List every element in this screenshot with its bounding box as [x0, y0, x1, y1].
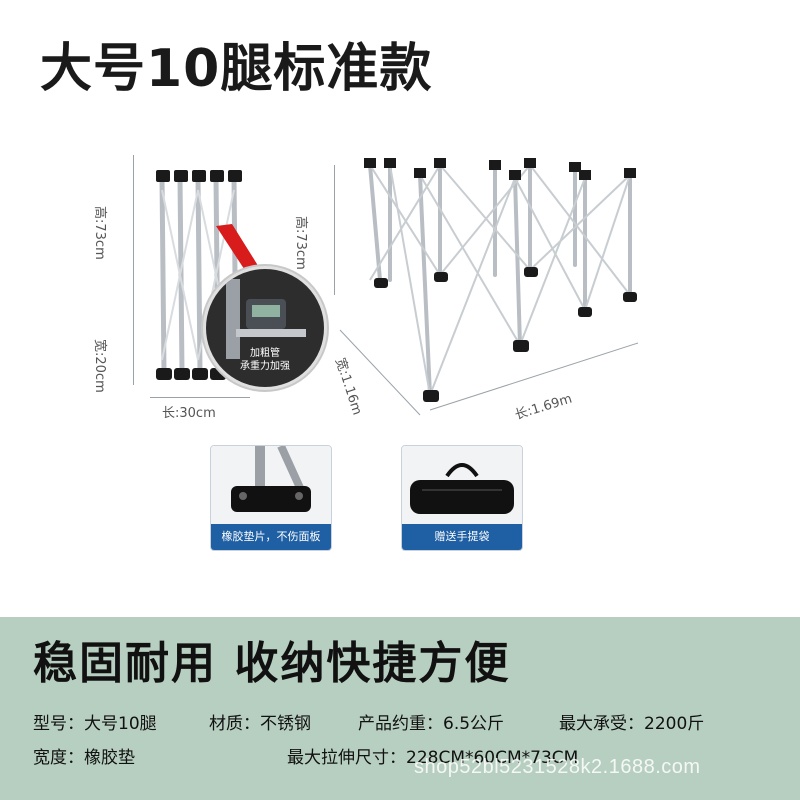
callout-line-2: 承重力加强 [240, 361, 290, 372]
folded-height-label: 高:73cm [92, 206, 107, 260]
spec-max-load: 最大承受：2200斤 [559, 714, 705, 734]
folded-width-label: 宽:20cm [92, 339, 107, 393]
spec-width: 宽度：橡胶垫 [33, 748, 135, 768]
spec-weight: 产品约重：6.5公斤 [358, 714, 505, 734]
slogan: 稳固耐用 收纳快捷方便 [33, 638, 511, 689]
caliper-icon [226, 279, 306, 359]
callout-text: 加粗管 承重力加强 [220, 347, 310, 373]
rubber-pad-caption: 橡胶垫片，不伤面板 [211, 524, 331, 550]
page-title: 大号10腿标准款 [40, 39, 433, 99]
length-dimension-line [150, 397, 250, 398]
callout-line-1: 加粗管 [250, 348, 280, 359]
unfolded-height-line [334, 165, 335, 295]
spec-max-size: 最大拉伸尺寸：228CM*60CM*73CM [287, 748, 579, 768]
height-dimension-line [133, 155, 134, 385]
spec-model: 型号：大号10腿 [33, 714, 157, 734]
unfolded-height-label: 高:73cm [293, 216, 308, 270]
callout-pointer [216, 224, 262, 278]
rubber-pad-card: 橡胶垫片，不伤面板 [210, 445, 332, 551]
carry-bag-card: 赠送手提袋 [401, 445, 523, 551]
rubber-pad-photo [211, 446, 331, 524]
thick-tube-callout: 加粗管 承重力加强 [203, 266, 327, 390]
spec-band: 稳固耐用 收纳快捷方便 型号：大号10腿 材质：不锈钢 产品约重：6.5公斤 最… [0, 617, 800, 800]
carry-bag-caption: 赠送手提袋 [402, 524, 522, 550]
shop-watermark: shop52bl5231528k2.1688.com [414, 756, 701, 778]
folded-length-label: 长:30cm [162, 406, 216, 421]
carry-bag-photo [402, 446, 522, 524]
unfolded-frame-drawing [339, 158, 639, 416]
spec-material: 材质：不锈钢 [209, 714, 311, 734]
